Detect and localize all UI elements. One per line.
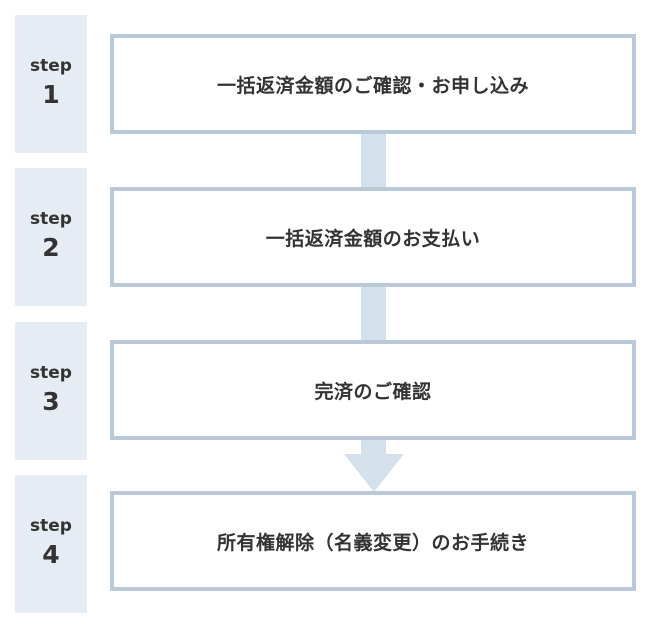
connector-3-4 — [361, 439, 386, 455]
step-2-tab: step 2 — [15, 168, 87, 306]
step-2-number: 2 — [42, 233, 60, 262]
step-4-box: 所有権解除（名義変更）のお手続き — [110, 491, 636, 591]
connector-2-3 — [361, 287, 386, 342]
step-3-word: step — [30, 363, 72, 383]
step-2-word: step — [30, 209, 72, 229]
step-4-word: step — [30, 516, 72, 536]
step-4-tab: step 4 — [15, 475, 87, 613]
step-3-number: 3 — [42, 387, 60, 416]
arrow-down-icon — [344, 454, 404, 492]
step-1-label: 一括返済金額のご確認・お申し込み — [216, 74, 529, 97]
step-2-box: 一括返済金額のお支払い — [110, 187, 636, 287]
step-4-number: 4 — [42, 540, 60, 569]
step-3-tab: step 3 — [15, 322, 87, 460]
step-1-tab: step 1 — [15, 15, 87, 153]
step-3-box: 完済のご確認 — [110, 340, 636, 440]
step-4-label: 所有権解除（名義変更）のお手続き — [216, 531, 529, 554]
step-1-word: step — [30, 56, 72, 76]
step-2-label: 一括返済金額のお支払い — [265, 227, 481, 250]
step-1-number: 1 — [42, 80, 60, 109]
connector-1-2 — [361, 134, 386, 188]
step-1-box: 一括返済金額のご確認・お申し込み — [110, 34, 636, 134]
step-3-label: 完済のご確認 — [314, 380, 432, 403]
